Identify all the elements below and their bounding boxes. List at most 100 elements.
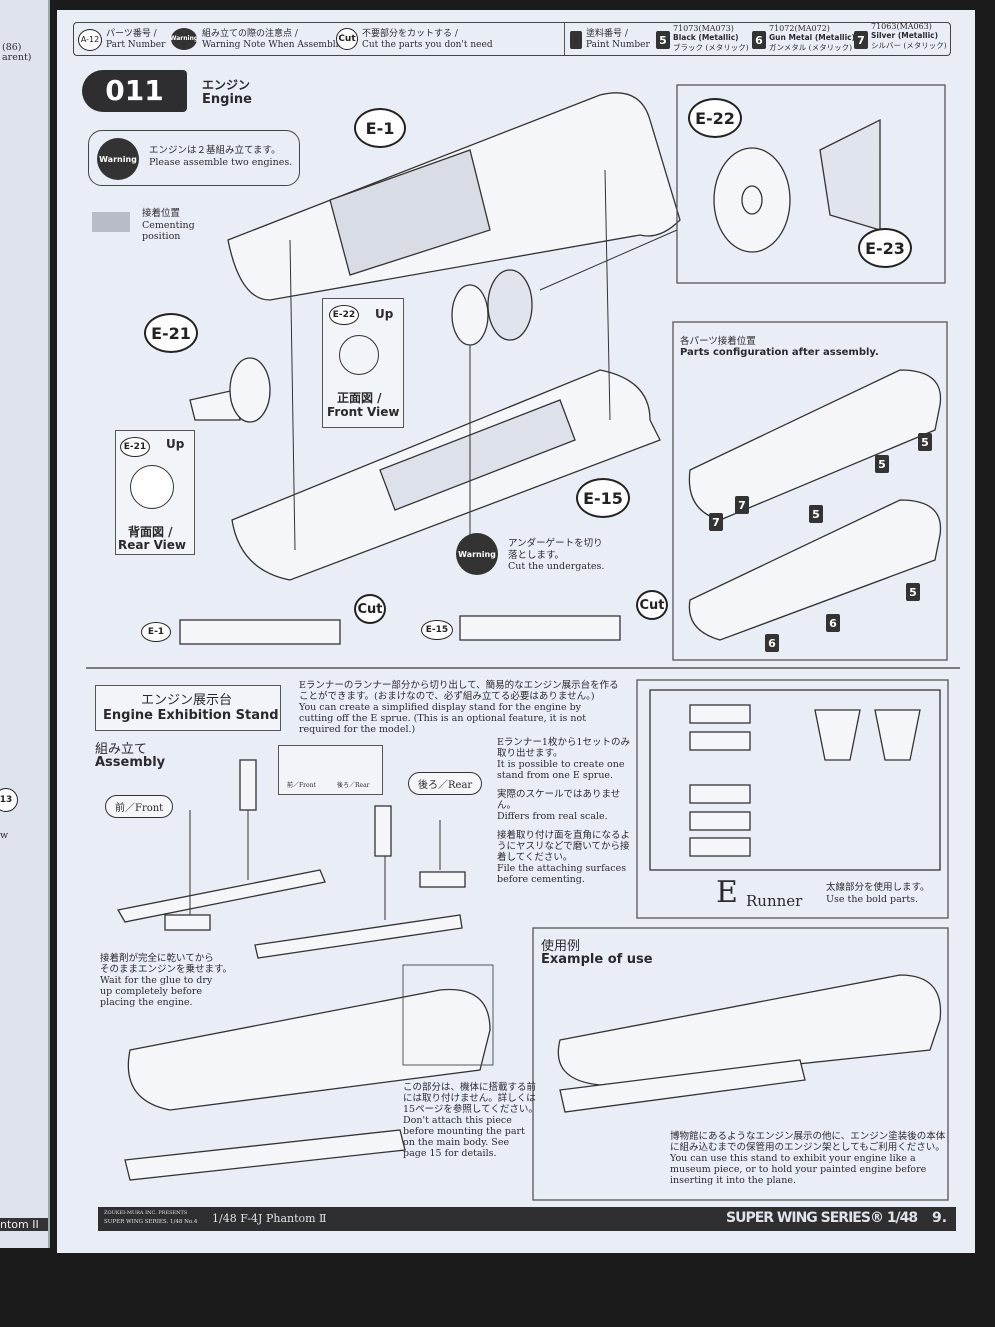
part-label: E-1	[141, 622, 171, 642]
left-page-text: w	[0, 830, 9, 841]
footer-model: 1/48 F-4J Phantom Ⅱ	[212, 1212, 327, 1225]
text-line: Wait for the glue to dry	[100, 975, 213, 986]
text-line: cutting off the E sprue. (This is an opt…	[299, 713, 587, 724]
text-line: museum piece, or to hold your painted en…	[670, 1164, 927, 1175]
runner-letter: E	[716, 875, 738, 910]
parts-config-title: Parts configuration after assembly.	[680, 347, 879, 358]
undergate-text-jp: アンダーゲートを切り	[508, 538, 603, 549]
stand-title-box: エンジン展示台 Engine Exhibition Stand	[95, 685, 281, 731]
text-line: 15ページを参照してください。	[403, 1104, 538, 1115]
undergate-text-jp: 落とします。	[508, 550, 565, 561]
warning-text: Please assemble two engines.	[149, 157, 293, 168]
front-label: 前／Front	[105, 795, 174, 818]
text-line: required for the model.)	[299, 724, 416, 735]
step-number: 011	[82, 70, 187, 112]
text-line: に組み込むまでの保管用のエンジン架としてもご利用ください。	[670, 1142, 945, 1153]
cementing-swatch	[92, 212, 130, 232]
text-line: inserting it into the plane.	[670, 1175, 796, 1186]
text-line: うにヤスリなどで磨いてから接	[497, 841, 630, 852]
left-page-footer: ntom II	[0, 1218, 48, 1231]
warning-icon: Warning	[170, 28, 198, 50]
paint-6-icon: 6	[765, 634, 779, 652]
left-page-text: arent)	[2, 52, 32, 63]
runner-note-jp: 太線部分を使用します。	[826, 882, 930, 893]
previous-page-edge: (86) arent) 13 w ntom II	[0, 0, 50, 1248]
paint-6-icon: 6	[826, 614, 840, 632]
paint-7-icon: 7	[854, 31, 868, 49]
cut-icon: Cut	[636, 590, 668, 620]
text-line: この部分は、機体に搭載する前	[403, 1082, 537, 1093]
paint-code: 71073(MA073)	[673, 24, 734, 33]
glue-note: 接着剤が完全に乾いてから そのままエンジンを乗せます。 Wait for the…	[100, 953, 232, 1008]
text-line: page 15 for details.	[403, 1148, 497, 1159]
paint-5-icon: 5	[656, 31, 670, 49]
cut-icon: Cut	[336, 28, 358, 50]
text-line: 実際のスケールではありません。	[497, 789, 621, 811]
text-line: 取り出せます。	[497, 748, 563, 759]
parts-config-title-jp: 各パーツ接着位置	[680, 336, 756, 347]
legend-label: 塗料番号 /	[586, 29, 628, 39]
paint-name-jp: ガンメタル (メタリック)	[769, 43, 853, 52]
text-line: before cementing.	[497, 874, 585, 885]
front-view-box: E-22 Up 正面図 / Front View	[322, 298, 404, 428]
paint-bottle-icon	[570, 31, 582, 49]
undergate-text: Cut the undergates.	[508, 561, 605, 572]
cementing-label-jp: 接着位置	[142, 208, 181, 219]
text-line: 着してください。	[497, 852, 573, 863]
footer-presents: SUPER WING SERIES. 1/48 No.4	[104, 1219, 198, 1225]
paint-7-icon: 7	[709, 513, 723, 531]
paint-name: Gun Metal (Metallic)	[769, 33, 856, 42]
cementing-label: position	[142, 231, 181, 242]
legend-header: A-12 パーツ番号 / Part Number Warning 組み立ての際の…	[73, 22, 951, 56]
text-line: ことができます。(おまけなので、必ず組み立てる必要はありません。)	[299, 691, 595, 702]
stand-title: Engine Exhibition Stand	[103, 708, 279, 723]
text-line: up completely before	[100, 986, 202, 997]
text-line: stand from one E sprue.	[497, 770, 614, 781]
rear-view-disc	[130, 465, 174, 509]
text-line: Differs from real scale.	[497, 811, 608, 822]
paint-name-jp: シルバー (メタリック)	[871, 41, 947, 50]
attach-note: この部分は、機体に搭載する前 には取り付けません。詳しくは 15ページを参照して…	[403, 1082, 538, 1159]
part-callout-e21: E-21	[144, 313, 198, 353]
example-title: Example of use	[541, 952, 653, 967]
part-label: E-22	[329, 305, 359, 325]
warning-icon: Warning	[456, 533, 498, 575]
example-text: 博物館にあるようなエンジン展示の他に、エンジン塗装後の本体 に組み込むまでの保管…	[670, 1131, 945, 1186]
runner-note: Use the bold parts.	[826, 894, 919, 905]
legend-label: Cut the parts you don't need	[362, 40, 493, 50]
part-callout-e22: E-22	[688, 98, 742, 138]
view-label: Front View	[327, 405, 400, 419]
text-line: には取り付けません。詳しくは	[403, 1093, 536, 1104]
paint-code: 71072(MA072)	[769, 24, 830, 33]
assembly-title: Assembly	[95, 755, 166, 770]
text-line: placing the engine.	[100, 997, 193, 1008]
left-page-badge: 13	[0, 788, 18, 812]
assembly-title-jp: 組み立て	[95, 742, 148, 757]
cut-icon: Cut	[354, 594, 386, 624]
legend-label: Part Number	[106, 40, 166, 50]
text-line: You can create a simplified display stan…	[299, 702, 582, 713]
legend-label: パーツ番号 /	[106, 29, 157, 39]
text-line: Eランナー1枚から1セットのみ	[497, 737, 631, 748]
text-line: on the main body. See	[403, 1137, 510, 1148]
example-title-jp: 使用例	[541, 939, 581, 954]
legend-label: Warning Note When Assembling	[202, 40, 351, 50]
inset-label: 後ろ／Rear	[337, 782, 370, 789]
paint-name-jp: ブラック (メタリック)	[673, 43, 749, 52]
view-label-jp: 背面図 /	[128, 525, 173, 539]
paint-5-icon: 5	[809, 505, 823, 523]
paint-5-icon: 5	[906, 583, 920, 601]
footer-series: SUPER WING SERIES® 1/48	[726, 1210, 918, 1226]
part-label: E-15	[421, 620, 453, 640]
stand-notes: Eランナー1枚から1セットのみ 取り出せます。 It is possible t…	[497, 737, 632, 885]
stand-intro: Eランナーのランナー部分から切り出して、簡易的なエンジン展示台を作る ことができ…	[299, 680, 619, 735]
warning-text-jp: エンジンは２基組み立てます。	[149, 145, 281, 156]
footer-presents: ZOUKEI-MURA INC. PRESENTS	[104, 1210, 188, 1216]
paint-5-icon: 5	[918, 433, 932, 451]
paint-name: Silver (Metallic)	[871, 31, 939, 40]
stand-inset-box: 前／Front 後ろ／Rear	[278, 745, 383, 795]
runner-label: Runner	[746, 892, 803, 910]
text-line: 接着取り付け面を直角になるよ	[497, 830, 631, 841]
front-view-disc	[339, 335, 379, 375]
legend-label: Paint Number	[586, 40, 650, 50]
